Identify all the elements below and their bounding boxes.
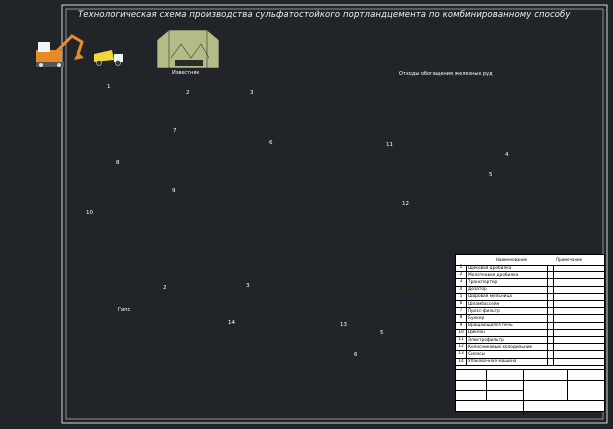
row-qty-cell bbox=[547, 308, 554, 315]
row-number: 8 bbox=[456, 315, 467, 322]
position-number: 14 bbox=[228, 320, 235, 326]
position-number: 13 bbox=[340, 322, 347, 328]
position-number: 5 bbox=[380, 330, 384, 336]
row-number: 7 bbox=[456, 308, 467, 315]
position-number: 3 bbox=[246, 283, 250, 289]
position-number: 1 bbox=[107, 84, 111, 90]
row-qty-cell bbox=[547, 344, 554, 351]
row-name: Электрофильтр bbox=[468, 337, 504, 343]
row-number: 1 bbox=[456, 265, 467, 272]
row-name: Упаковочная машина bbox=[468, 359, 517, 365]
row-qty-cell bbox=[547, 293, 554, 300]
row-qty-cell bbox=[547, 315, 554, 322]
warehouse-label-raw: Известняк bbox=[172, 70, 200, 76]
inner-border bbox=[65, 8, 604, 420]
row-number: 11 bbox=[456, 337, 467, 344]
row-name: Шаровая мельница bbox=[468, 294, 513, 300]
table-header-note: Примечание bbox=[556, 257, 583, 262]
position-number: 9 bbox=[172, 188, 176, 194]
silo-label: бункер bbox=[398, 287, 415, 292]
position-number: 5 bbox=[489, 172, 493, 178]
silo-label: цемент bbox=[282, 366, 300, 371]
row-number: 12 bbox=[456, 344, 467, 351]
row-name: Транспортер bbox=[468, 279, 498, 285]
row-qty-cell bbox=[547, 286, 554, 293]
position-number: 3 bbox=[250, 90, 254, 96]
row-number: 9 bbox=[456, 322, 467, 329]
excavator-icon bbox=[36, 34, 84, 67]
warehouse-label-additives: Отходы обогащения железных руд bbox=[399, 71, 493, 77]
row-name: Щековая дробилка bbox=[468, 265, 512, 271]
row-number: 13 bbox=[456, 351, 467, 358]
row-qty-cell bbox=[547, 337, 554, 344]
position-number: 6 bbox=[354, 352, 358, 358]
row-qty-cell bbox=[547, 301, 554, 308]
position-number: 11 bbox=[386, 142, 393, 148]
position-number: 4 bbox=[505, 152, 509, 158]
title-block bbox=[456, 369, 604, 414]
warehouse-label-gypsum: Гипс bbox=[118, 307, 131, 313]
row-number: 3 bbox=[456, 279, 467, 286]
row-name: Колосниковый холодильник bbox=[468, 344, 533, 350]
row-qty-cell bbox=[547, 279, 554, 286]
position-number: 2 bbox=[163, 285, 167, 291]
row-name: Пресс-фильтр bbox=[468, 308, 500, 314]
row-number: 2 bbox=[456, 272, 467, 279]
row-qty-cell bbox=[547, 358, 554, 365]
row-number: 6 bbox=[456, 301, 467, 308]
row-qty-cell bbox=[547, 351, 554, 358]
row-number: 10 bbox=[456, 329, 467, 336]
row-number: 4 bbox=[456, 286, 467, 293]
sheet-border bbox=[61, 4, 608, 424]
position-number: 7 bbox=[173, 128, 177, 134]
row-number: 5 bbox=[456, 293, 467, 300]
position-number: 10 bbox=[86, 210, 93, 216]
row-number: 14 bbox=[456, 358, 467, 365]
row-name: Вращающаяся печь bbox=[468, 323, 513, 329]
row-name: Молотковая дробилка bbox=[468, 272, 519, 278]
warehouse-icon bbox=[156, 29, 220, 69]
row-qty-cell bbox=[547, 322, 554, 329]
row-name: Шламбассейн bbox=[468, 301, 500, 307]
row-name: Дозатор bbox=[468, 287, 487, 293]
table-header: Наименование Примечание bbox=[456, 255, 604, 266]
row-name: Бункер bbox=[468, 315, 485, 321]
position-number: 8 bbox=[116, 160, 120, 166]
row-qty-cell bbox=[547, 329, 554, 336]
row-name: Силосы bbox=[468, 351, 485, 357]
row-qty-cell bbox=[547, 265, 554, 272]
table-header-name: Наименование bbox=[496, 257, 528, 262]
position-number: 2 bbox=[186, 90, 190, 96]
row-qty-cell bbox=[547, 272, 554, 279]
position-number: 6 bbox=[269, 140, 273, 146]
position-number: 12 bbox=[402, 201, 409, 207]
diagram-title: Технологическая схема производства сульф… bbox=[78, 10, 571, 20]
truck-icon bbox=[94, 50, 123, 66]
row-name: Циклон bbox=[468, 330, 485, 336]
